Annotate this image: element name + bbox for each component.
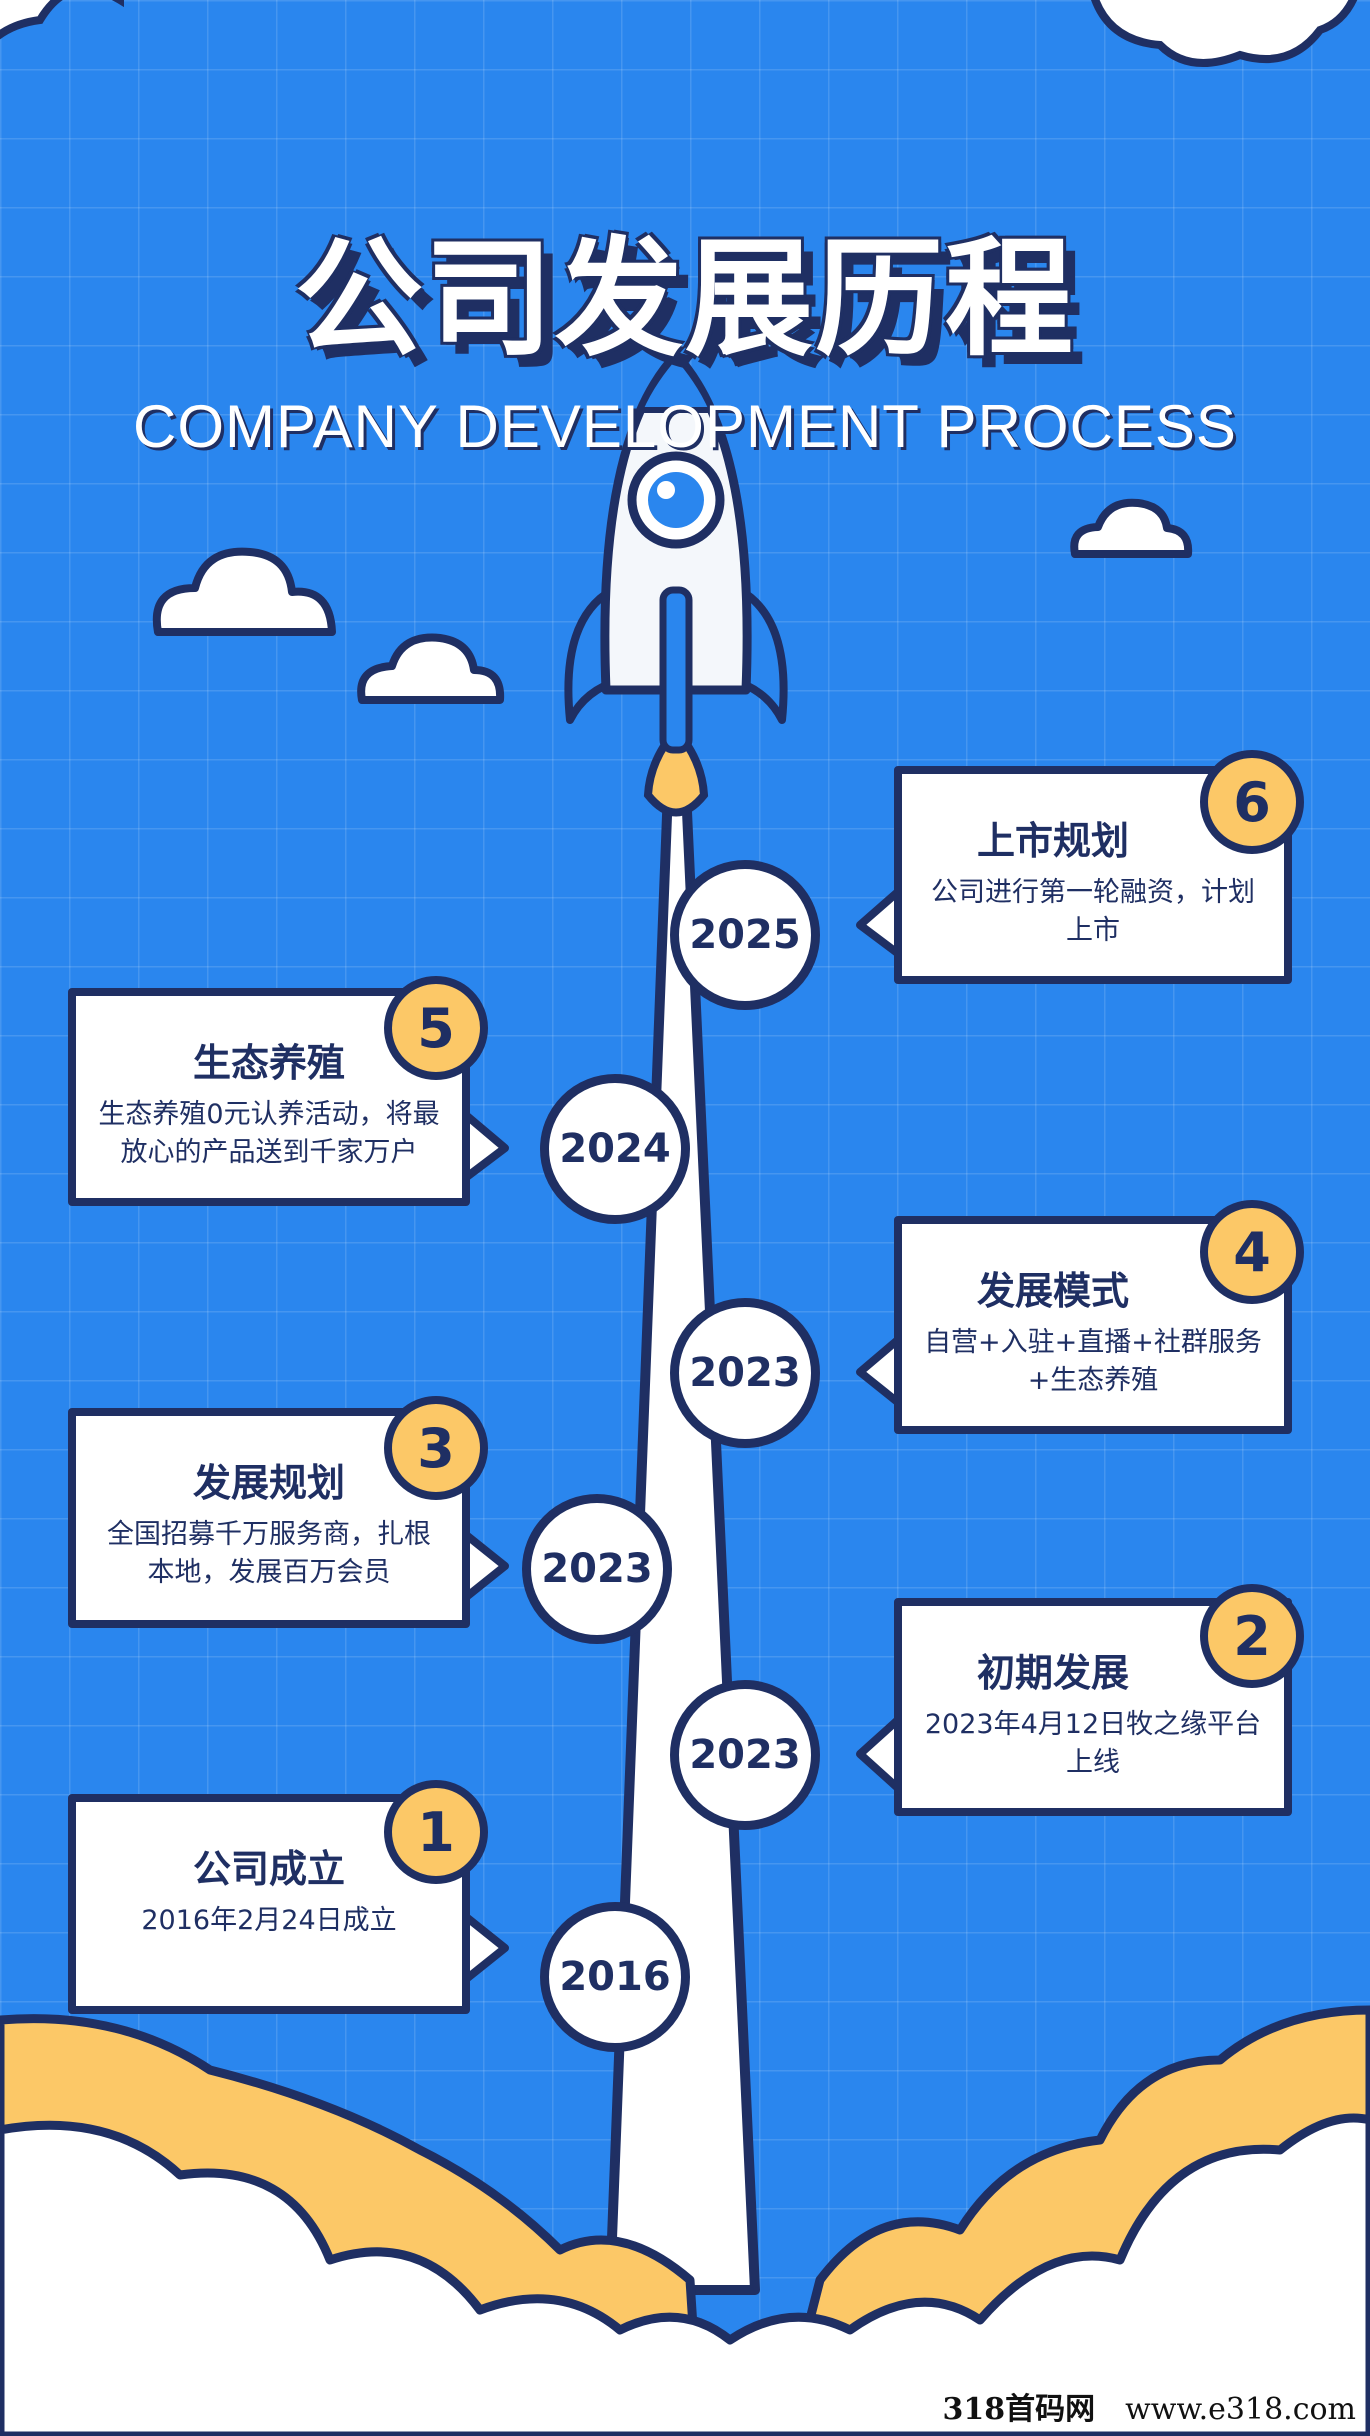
milestone-title: 发展规划: [192, 1461, 345, 1505]
milestone-desc: 全国招募千万服务商，扎根本地，发展百万会员: [107, 1519, 431, 1588]
page-subtitle: COMPANY DEVELOPMENT PROCESS: [133, 393, 1237, 460]
milestone-title: 生态养殖: [192, 1041, 345, 1085]
milestone-badge-3: 3: [384, 1396, 488, 1500]
milestone-title: 初期发展: [976, 1651, 1129, 1695]
cloud-icon: [1070, 498, 1193, 558]
milestone-title: 发展模式: [976, 1269, 1129, 1313]
milestone-badge-2: 2: [1200, 1584, 1304, 1688]
page-title: 公司发展历程: [294, 225, 1075, 374]
milestone-desc: 公司进行第一轮融资，计划上市: [931, 877, 1255, 946]
cloud-icon: [357, 633, 505, 704]
milestone-badge-4: 4: [1200, 1200, 1304, 1304]
milestone-year-2: 2023: [670, 1680, 820, 1830]
cloud-icon: [0, 0, 124, 40]
milestone-desc: 生态养殖0元认养活动，将最放心的产品送到千家万户: [98, 1099, 440, 1168]
milestone-year-6: 2025: [670, 860, 820, 1010]
milestone-year-3: 2023: [522, 1494, 672, 1644]
milestone-desc: 2016年2月24日成立: [141, 1905, 397, 1936]
milestone-year-1: 2016: [540, 1902, 690, 2052]
milestone-desc: 自营+入驻+直播+社群服务+生态养殖: [924, 1327, 1262, 1396]
cloud-icon: [1091, 0, 1358, 67]
milestone-badge-6: 6: [1200, 750, 1304, 854]
rocket-icon: [564, 350, 788, 817]
milestone-badge-5: 5: [384, 976, 488, 1080]
cloud-icon: [0, 2005, 1370, 2436]
milestone-title: 公司成立: [192, 1847, 345, 1891]
milestone-year-4: 2023: [670, 1298, 820, 1448]
milestone-title: 上市规划: [976, 819, 1129, 863]
watermark-site-url: www.e318.com: [1125, 2392, 1356, 2427]
watermark-site-name: 318首码网: [942, 2392, 1096, 2427]
milestone-badge-1: 1: [384, 1780, 488, 1884]
watermark: 318首码网 www.e318.com: [943, 2384, 1357, 2428]
milestone-year-5: 2024: [540, 1074, 690, 1224]
milestone-desc: 2023年4月12日牧之缘平台上线: [924, 1709, 1262, 1778]
cloud-icon: [152, 547, 336, 636]
